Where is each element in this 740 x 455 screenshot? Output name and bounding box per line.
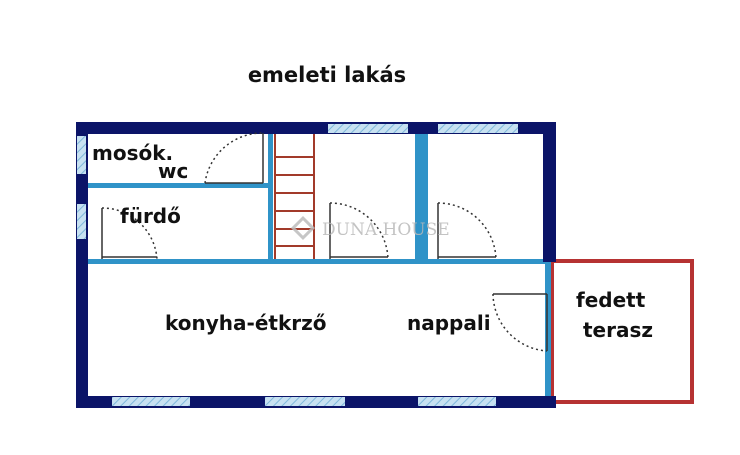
plan-title: emeleti lakás — [248, 63, 406, 87]
doors — [101, 132, 548, 352]
room-label-kitchen-dining: konyha-étkrző — [165, 311, 326, 335]
window-bottom-2 — [265, 397, 345, 406]
terrace-outline — [550, 259, 694, 404]
door-wc — [204, 132, 264, 184]
window-bottom-1 — [112, 397, 190, 406]
door-bathroom — [101, 207, 158, 260]
watermark: DUNA HOUSE — [290, 215, 450, 241]
watermark-text: DUNA HOUSE — [322, 220, 450, 240]
door-terrace — [492, 293, 548, 352]
window-bottom-3 — [418, 397, 496, 406]
window-top-1 — [328, 124, 408, 133]
room-label-wc: wc — [158, 159, 188, 183]
window-left-1 — [77, 136, 86, 174]
windows — [77, 124, 518, 406]
room-label-living-room: nappali — [407, 311, 491, 335]
room-label-bathroom: fürdő — [120, 204, 181, 228]
door-room-2 — [437, 202, 497, 260]
staircase — [274, 134, 315, 259]
window-top-2 — [438, 124, 518, 133]
window-left-2 — [77, 204, 86, 239]
door-room-1 — [329, 202, 389, 260]
watermark-logo-icon — [290, 215, 316, 241]
room-label-terrace-line1: fedett — [576, 288, 646, 312]
room-label-terrace-line2: terasz — [583, 318, 653, 342]
inner-walls — [82, 133, 551, 402]
room-label-laundry: mosók. — [92, 141, 173, 165]
